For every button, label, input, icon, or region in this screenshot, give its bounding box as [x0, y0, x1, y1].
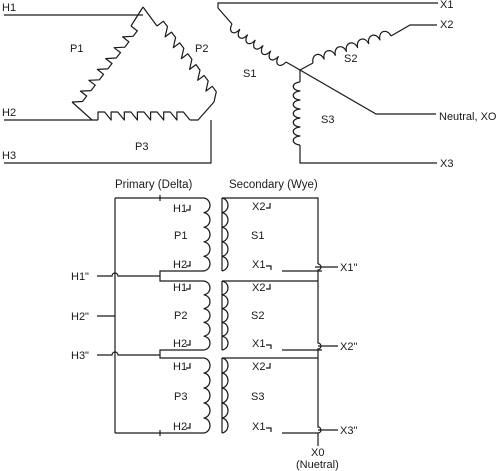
- h3-dbl-label: H3": [71, 350, 89, 362]
- delta-h3-line: [4, 120, 212, 164]
- wye-s3-label: S3: [321, 114, 334, 126]
- primary-coil-p1: H1 P1 H2: [173, 197, 211, 272]
- x0-label: X0: [311, 447, 324, 459]
- primary-coil-p3-winding: [203, 357, 211, 434]
- h1-dbl-line: [97, 272, 160, 277]
- primary-delta-header: Primary (Delta): [115, 179, 192, 191]
- secondary-coil-s1: X2 S1 X1: [221, 197, 265, 272]
- delta-winding-p1: [71, 25, 138, 103]
- primary-coil-p3-name: P3: [174, 391, 187, 403]
- delta-p2-label: P2: [195, 43, 208, 55]
- secondary-wye-header: Secondary (Wye): [229, 179, 318, 191]
- wye-x1-line: [217, 2, 438, 8]
- primary-coil-p1-top-label: H1: [173, 203, 187, 215]
- h3-dbl-line: [97, 351, 160, 356]
- wye-x3-label: X3: [440, 158, 453, 170]
- secondary-coil-s1-top-label: X2: [252, 201, 265, 213]
- wye-s1-label: S1: [243, 68, 256, 80]
- secondary-coil-s2-top-label: X2: [252, 282, 265, 294]
- secondary-neutral-bus: [317, 263, 322, 446]
- x3-dbl-label: X3": [340, 425, 357, 437]
- wye-s2-label: S2: [344, 53, 357, 65]
- wye-winding-s1: [229, 23, 287, 66]
- secondary-coil-s2-bottom-label: X1: [252, 338, 265, 350]
- wye-winding-s2: [312, 30, 392, 64]
- primary-coil-p2-bottom-label: H2: [173, 338, 187, 350]
- delta-bottom-right-lead: [190, 101, 215, 121]
- delta-primary-diagram: H1 H2 H3 P1 P2 P3: [2, 2, 217, 164]
- wye-neutral-label: Neutral, XO: [439, 111, 497, 123]
- secondary-coil-s1-bottom-label: X1: [252, 259, 265, 271]
- wye-winding-s3: [292, 81, 301, 146]
- delta-right-lead: [142, 6, 158, 27]
- primary-p2-p3-link: [159, 349, 204, 359]
- x1-dbl-label: X1": [340, 262, 357, 274]
- wye-neutral-line: [299, 69, 436, 115]
- secondary-coil-s3-name: S3: [251, 391, 264, 403]
- secondary-coil-s2: X2 S2 X1: [221, 280, 265, 351]
- wye-s1-tail: [285, 61, 301, 71]
- h2-dbl-label: H2": [71, 311, 89, 323]
- primary-coil-p2-name: P2: [174, 310, 187, 322]
- delta-winding-p2: [156, 20, 217, 103]
- primary-coil-p1-bottom-label: H2: [173, 259, 187, 271]
- delta-bottom-left-lead: [71, 101, 98, 121]
- secondary-coil-s3-top-label: X2: [252, 361, 265, 373]
- delta-winding-p3: [97, 111, 191, 121]
- delta-p1-label: P1: [70, 43, 83, 55]
- primary-coil-p2: H1 P2 H2: [173, 280, 211, 351]
- wye-x3-line: [299, 145, 437, 164]
- secondary-coil-s1-name: S1: [251, 230, 264, 242]
- secondary-coil-s1-winding: [221, 197, 229, 272]
- connection-schematic: Primary (Delta) Secondary (Wye) H1" H2" …: [71, 179, 357, 471]
- primary-coil-p2-winding: [203, 280, 211, 351]
- primary-coil-p1-name: P1: [174, 230, 187, 242]
- secondary-coil-s3-bottom-label: X1: [252, 421, 265, 433]
- primary-coil-p3-bottom-label: H2: [173, 421, 187, 433]
- delta-left-lead: [130, 6, 144, 27]
- wye-x2-line: [390, 24, 437, 37]
- delta-h1-label: H1: [2, 2, 16, 14]
- wye-x2-label: X2: [440, 19, 453, 31]
- delta-p3-label: P3: [135, 141, 148, 153]
- primary-coil-p3: H1 P3 H2: [173, 357, 211, 434]
- secondary-coil-s3: X2 S3 X1: [221, 357, 265, 434]
- primary-coil-p2-top-label: H1: [173, 282, 187, 294]
- secondary-coil-s3-winding: [221, 357, 229, 434]
- primary-coil-p3-top-label: H1: [173, 361, 187, 373]
- wye-x1-label: X1: [440, 0, 453, 11]
- wye-s1-lead: [217, 7, 233, 25]
- primary-p1-p2-link: [159, 270, 204, 282]
- h1-dbl-label: H1": [71, 271, 89, 283]
- secondary-top-wire: [222, 197, 319, 264]
- x2-dbl-label: X2": [340, 341, 357, 353]
- wye-s2-tail: [299, 62, 314, 71]
- secondary-coil-s2-name: S2: [251, 310, 264, 322]
- delta-h3-label: H3: [2, 150, 16, 162]
- primary-coil-p1-winding: [203, 197, 211, 272]
- secondary-coil-s2-winding: [221, 280, 229, 351]
- terminal-hooks: [186, 203, 272, 432]
- wye-secondary-diagram: X1 X2 Neutral, XO X3 S1 S2 S3: [217, 0, 497, 170]
- delta-h2-label: H2: [2, 107, 16, 119]
- x0-note-label: (Nuetral): [296, 459, 339, 471]
